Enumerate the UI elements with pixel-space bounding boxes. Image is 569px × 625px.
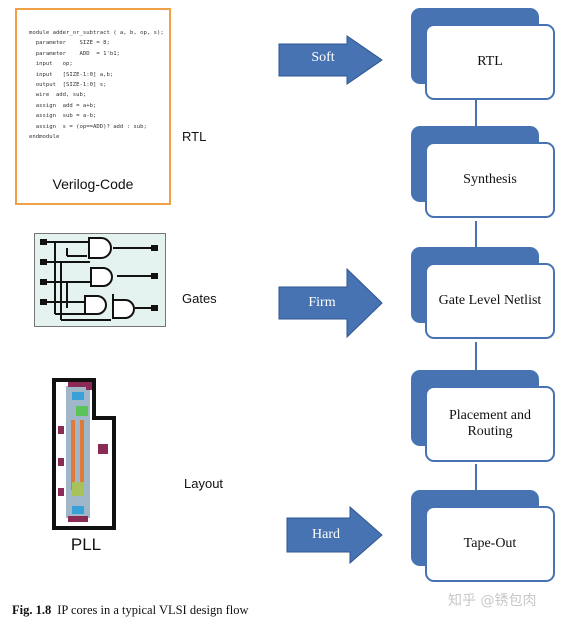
- code-line: parameter ADD = 1'b1;: [29, 50, 120, 57]
- flow-connector: [475, 100, 477, 126]
- watermark: 知乎 @锈包肉: [448, 593, 537, 609]
- flow-stage-gate-level-netlist-label: Gate Level Netlist: [425, 263, 555, 339]
- layout-side-label: Layout: [184, 476, 224, 491]
- flow-stage-synthesis: Synthesis: [411, 126, 557, 220]
- code-line: wire add, sub;: [29, 92, 87, 99]
- flow-stage-placement-routing-label: Placement and Routing: [425, 386, 555, 462]
- figure-caption-text: IP cores in a typical VLSI design flow: [57, 603, 249, 617]
- rtl-side-label: RTL: [182, 129, 207, 144]
- flow-stage-rtl-label: RTL: [425, 24, 555, 100]
- firm-arrow-label: Firm: [308, 295, 336, 310]
- code-line: output [SIZE-1:0] s;: [29, 82, 107, 89]
- flow-stage-tape-out-label: Tape-Out: [425, 506, 555, 582]
- hard-arrow: Hard: [286, 505, 384, 565]
- flow-stage-gate-level-netlist: Gate Level Netlist: [411, 247, 557, 341]
- code-line: assign sub = a-b;: [29, 113, 97, 120]
- flow-connector: [475, 221, 477, 251]
- flow-stage-tape-out: Tape-Out: [411, 490, 557, 584]
- firm-arrow: Firm: [278, 267, 384, 339]
- code-line: assign s = (op==ADD)? add : sub;: [29, 123, 147, 130]
- verilog-code-text: module adder_or_subtract ( a, b, op, s);…: [29, 28, 164, 142]
- soft-arrow: Soft: [278, 35, 384, 85]
- flow-connector: [475, 464, 477, 492]
- flow-stage-rtl: RTL: [411, 8, 557, 102]
- flow-stage-synthesis-label: Synthesis: [425, 142, 555, 218]
- gate-schematic-image: [34, 233, 166, 327]
- soft-arrow-label: Soft: [311, 50, 335, 65]
- figure-caption: Fig. 1.8 IP cores in a typical VLSI desig…: [12, 603, 249, 618]
- code-line: module adder_or_subtract ( a, b, op, s);: [29, 30, 164, 36]
- flow-stage-placement-routing: Placement and Routing: [411, 370, 557, 464]
- pll-layout-image: [50, 378, 118, 533]
- code-line: input op;: [29, 61, 73, 68]
- verilog-code-box: module adder_or_subtract ( a, b, op, s);…: [15, 8, 171, 205]
- code-line: endmodule: [29, 134, 60, 141]
- code-line: parameter SIZE = 8;: [29, 40, 110, 47]
- figure-number: Fig. 1.8: [12, 603, 52, 617]
- flow-connector: [475, 342, 477, 372]
- gates-side-label: Gates: [182, 291, 217, 306]
- code-line: input [SIZE-1:0] a,b;: [29, 71, 114, 78]
- hard-arrow-label: Hard: [312, 527, 340, 542]
- pll-label: PLL: [70, 535, 102, 554]
- code-line: assign add = a+b;: [29, 102, 97, 109]
- verilog-code-caption: Verilog-Code: [52, 176, 134, 192]
